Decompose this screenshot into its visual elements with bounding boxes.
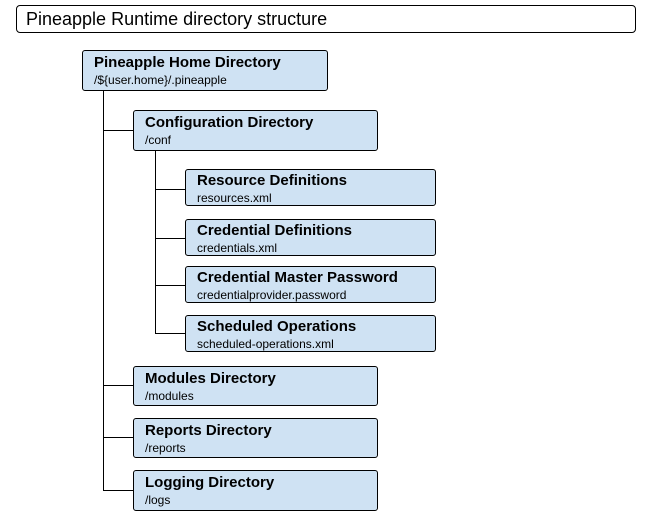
node-reports-directory: Reports Directory /reports xyxy=(133,418,378,458)
node-credential-master-password: Credential Master Password credentialpro… xyxy=(185,266,436,303)
node-path: /conf xyxy=(145,133,172,147)
branch-line-credentials xyxy=(155,238,185,239)
node-path: resources.xml xyxy=(197,191,272,205)
node-path: /reports xyxy=(145,441,186,455)
branch-line-modules xyxy=(103,385,133,386)
node-scheduled-operations: Scheduled Operations scheduled-operation… xyxy=(185,315,436,352)
node-credential-definitions: Credential Definitions credentials.xml xyxy=(185,219,436,256)
node-title: Scheduled Operations xyxy=(197,318,357,335)
node-resource-definitions: Resource Definitions resources.xml xyxy=(185,169,436,206)
node-logging-directory: Logging Directory /logs xyxy=(133,470,378,511)
node-title: Resource Definitions xyxy=(197,172,348,189)
node-path: scheduled-operations.xml xyxy=(197,337,334,351)
node-title: Modules Directory xyxy=(145,370,276,387)
branch-line-reports xyxy=(103,437,133,438)
diagram-title: Pineapple Runtime directory structure xyxy=(16,5,636,33)
branch-line-master xyxy=(155,285,185,286)
node-configuration-directory: Configuration Directory /conf xyxy=(133,110,378,151)
branch-line-scheduled xyxy=(155,333,185,334)
node-modules-directory: Modules Directory /modules xyxy=(133,366,378,406)
node-path: /logs xyxy=(145,493,171,507)
node-path: /modules xyxy=(145,389,194,403)
branch-line-resources xyxy=(155,189,185,190)
node-path: credentials.xml xyxy=(197,241,278,255)
node-title: Reports Directory xyxy=(145,422,272,439)
node-title: Logging Directory xyxy=(145,474,275,491)
node-title: Credential Master Password xyxy=(197,269,398,286)
node-home-directory: Pineapple Home Directory /${user.home}/.… xyxy=(82,50,328,91)
trunk-line-root xyxy=(103,90,104,491)
node-title: Pineapple Home Directory xyxy=(94,54,281,71)
node-path: credentialprovider.password xyxy=(197,288,347,302)
node-title: Configuration Directory xyxy=(145,114,314,131)
trunk-line-conf xyxy=(155,150,156,334)
node-path: /${user.home}/.pineapple xyxy=(94,73,227,87)
branch-line-logs xyxy=(103,490,133,491)
branch-line-conf xyxy=(103,130,133,131)
node-title: Credential Definitions xyxy=(197,222,353,239)
